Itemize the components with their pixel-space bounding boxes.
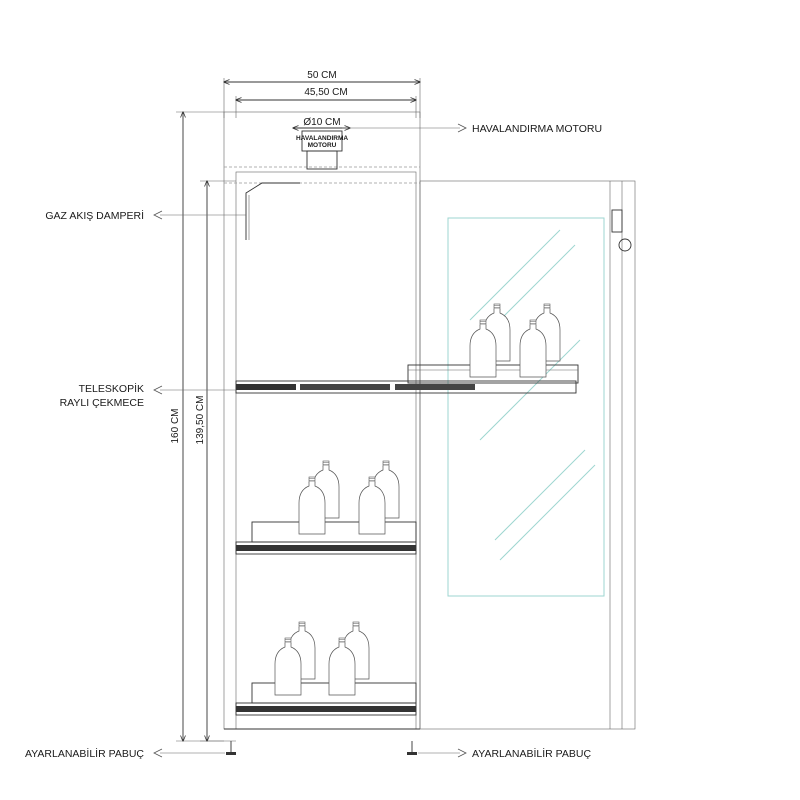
adjustable-foot-right [407, 741, 417, 755]
cabinet-body [223, 111, 421, 730]
motor-callout: HAVALANDIRMA MOTORU [457, 123, 602, 135]
drawer-callout: TELESKOPİK RAYLI ÇEKMECE [60, 382, 236, 409]
foot-left-label: AYARLANABİLİR PABUÇ [25, 747, 144, 760]
foot-callout-right: AYARLANABİLİR PABUÇ [418, 747, 591, 760]
bottom-drawer [235, 621, 417, 716]
motor-box-line1: HAVALANDIRMA [296, 135, 348, 142]
motor-box-line2: MOTORU [308, 142, 337, 149]
drawer-label-line2: RAYLI ÇEKMECE [60, 397, 144, 409]
foot-right-label: AYARLANABİLİR PABUÇ [472, 747, 591, 760]
damper-callout: GAZ AKIŞ DAMPERİ [45, 209, 246, 222]
top-drawer [235, 303, 579, 394]
outer-width-label: 50 CM [307, 70, 336, 81]
ventilation-motor-label: HAVALANDIRMA MOTORU [472, 123, 602, 135]
foot-callout-left: AYARLANABİLİR PABUÇ [25, 747, 225, 760]
door-handle-icon [611, 209, 632, 252]
width-dimension-outer: 50 CM [224, 70, 420, 118]
height-dimension-inner: 139,50 CM [195, 181, 236, 741]
ventilation-motor: Ø10 CM HAVALANDIRMA MOTORU [293, 117, 460, 170]
inner-width-label: 45,50 CM [304, 87, 347, 98]
gas-damper-label: GAZ AKIŞ DAMPERİ [45, 209, 144, 222]
inner-height-label: 139,50 CM [195, 396, 206, 445]
drawer-label-line1: TELESKOPİK [79, 382, 144, 395]
cabinet-door [419, 180, 636, 730]
adjustable-foot-left [226, 741, 236, 755]
duct-diameter-label: Ø10 CM [303, 117, 340, 128]
width-dimension-inner: 45,50 CM [236, 87, 416, 118]
outer-height-label: 160 CM [170, 408, 181, 443]
gas-flow-damper [245, 182, 300, 240]
middle-drawer [235, 460, 417, 555]
